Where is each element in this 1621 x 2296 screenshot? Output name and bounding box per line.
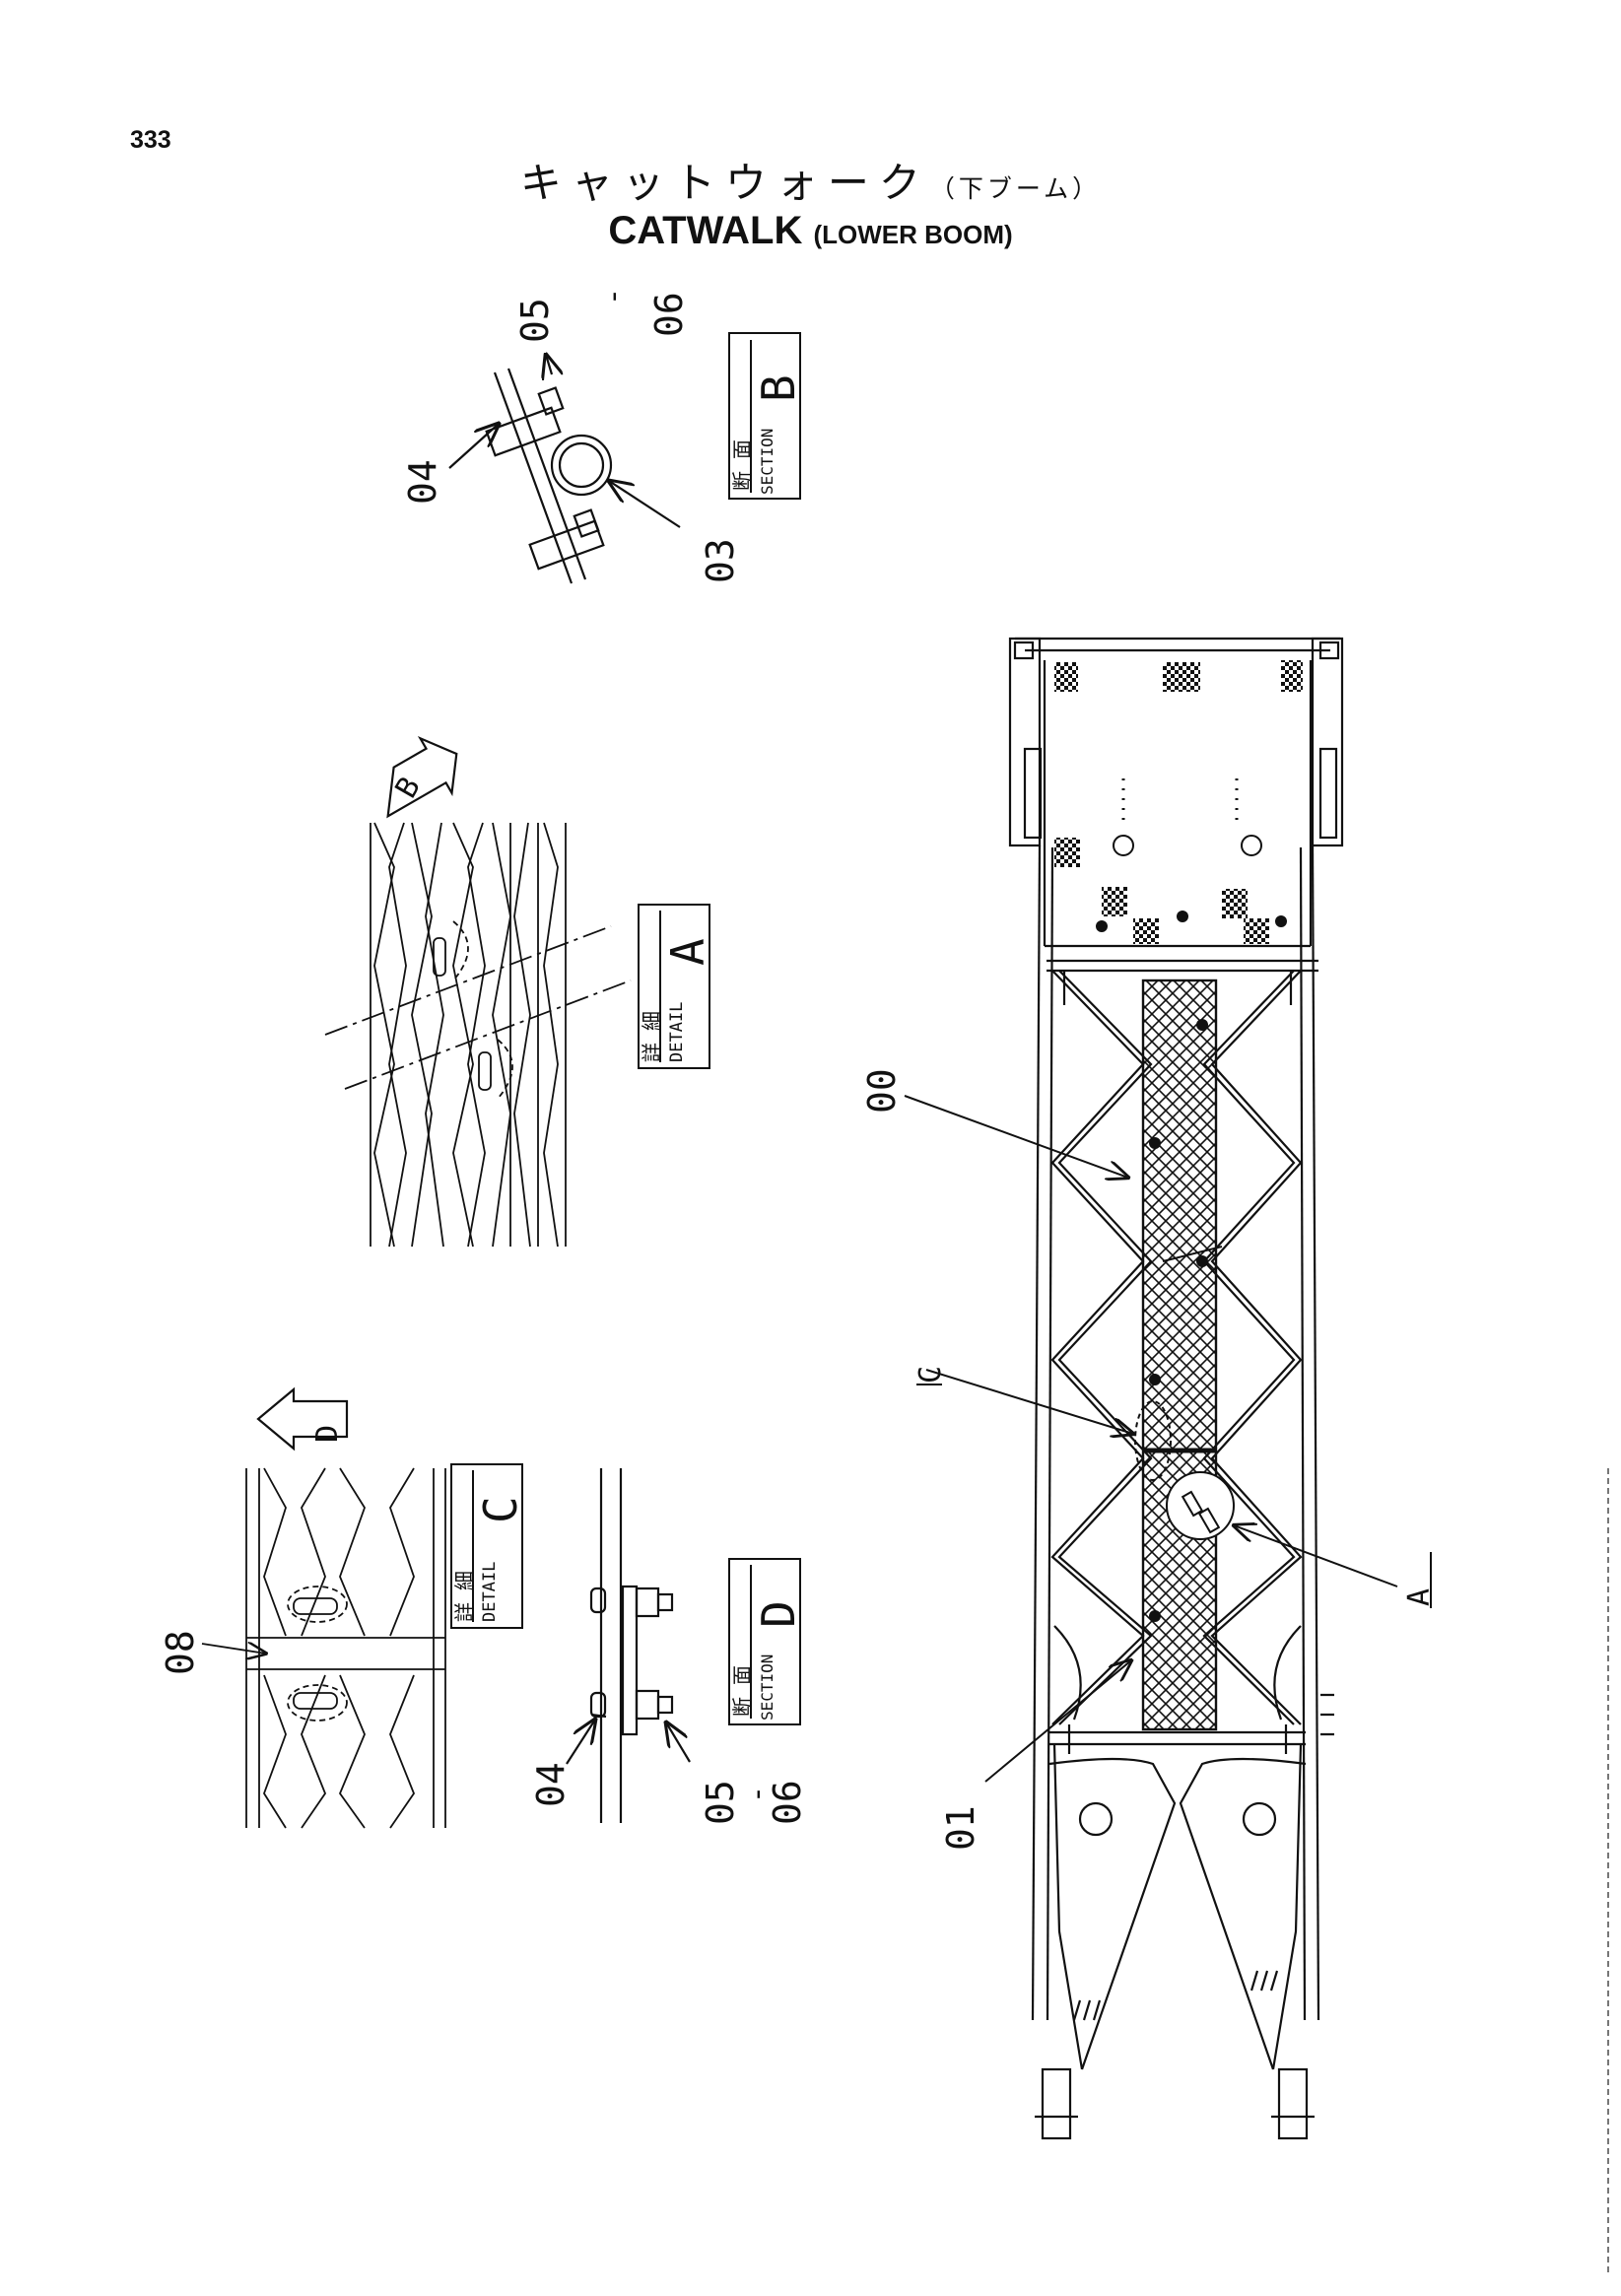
arrow-d-letter: D bbox=[310, 1425, 345, 1443]
page-title-english: CATWALK (LOWER BOOM) bbox=[0, 209, 1621, 253]
detail-a-letter: A bbox=[661, 938, 714, 966]
detail-a-en: DETAIL bbox=[667, 1002, 687, 1062]
detail-c-en: DETAIL bbox=[480, 1562, 500, 1622]
boom-frame bbox=[1008, 637, 1344, 2140]
title-en-main: CATWALK bbox=[608, 209, 803, 252]
section-b-label bbox=[728, 332, 801, 500]
callout-03: 03 bbox=[699, 538, 742, 583]
detail-c-jp: 詳 細 bbox=[452, 1571, 476, 1622]
title-jp-sub: （下ブーム） bbox=[929, 174, 1102, 203]
section-b-en: SECTION bbox=[758, 429, 777, 495]
detail-c-label bbox=[450, 1463, 523, 1629]
detail-c-view bbox=[201, 1467, 446, 1829]
arrow-b-letter: B bbox=[389, 772, 428, 804]
callout-dash-d: - bbox=[740, 1786, 775, 1803]
callout-05-d: 05 bbox=[699, 1780, 742, 1825]
callout-04-d: 04 bbox=[529, 1762, 573, 1807]
section-d-en: SECTION bbox=[758, 1654, 777, 1721]
detail-c-letter: C bbox=[474, 1496, 527, 1523]
callout-06-d: 06 bbox=[766, 1780, 809, 1825]
callout-ref-a: A bbox=[1402, 1588, 1437, 1606]
callout-04-b: 04 bbox=[401, 459, 444, 505]
section-b-jp: 断 面 bbox=[730, 439, 754, 491]
arrow-d bbox=[256, 1386, 349, 1452]
section-b-view bbox=[448, 355, 681, 584]
detail-a-label bbox=[638, 904, 710, 1069]
detail-a-view bbox=[324, 822, 632, 1248]
section-b-letter: B bbox=[752, 374, 805, 402]
catwalk-mesh bbox=[1141, 979, 1223, 1731]
callout-06-b: 06 bbox=[647, 292, 691, 337]
callout-08: 08 bbox=[159, 1630, 202, 1675]
title-en-sub: (LOWER BOOM) bbox=[813, 220, 1013, 249]
arrow-b bbox=[386, 735, 458, 819]
boom-head-patches bbox=[1054, 660, 1303, 944]
boom-callout-leaders bbox=[904, 1095, 1432, 1783]
page-title-japanese: キャットウォーク（下ブーム） bbox=[0, 150, 1621, 210]
title-jp-main: キャットウォーク bbox=[519, 159, 930, 207]
callout-ref-c: C bbox=[913, 1366, 948, 1384]
section-d-jp: 断 面 bbox=[730, 1665, 754, 1717]
detail-a-jp: 詳 細 bbox=[640, 1011, 663, 1062]
section-d-view bbox=[566, 1468, 691, 1823]
section-d-label bbox=[728, 1558, 801, 1725]
page-number: 333 bbox=[130, 126, 171, 154]
callout-00: 00 bbox=[860, 1068, 904, 1114]
callout-dash-b: - bbox=[596, 288, 631, 305]
callout-01: 01 bbox=[939, 1805, 982, 1851]
callout-05-b: 05 bbox=[513, 298, 557, 343]
section-d-letter: D bbox=[752, 1600, 805, 1628]
page-edge-mark bbox=[1607, 1468, 1609, 2276]
